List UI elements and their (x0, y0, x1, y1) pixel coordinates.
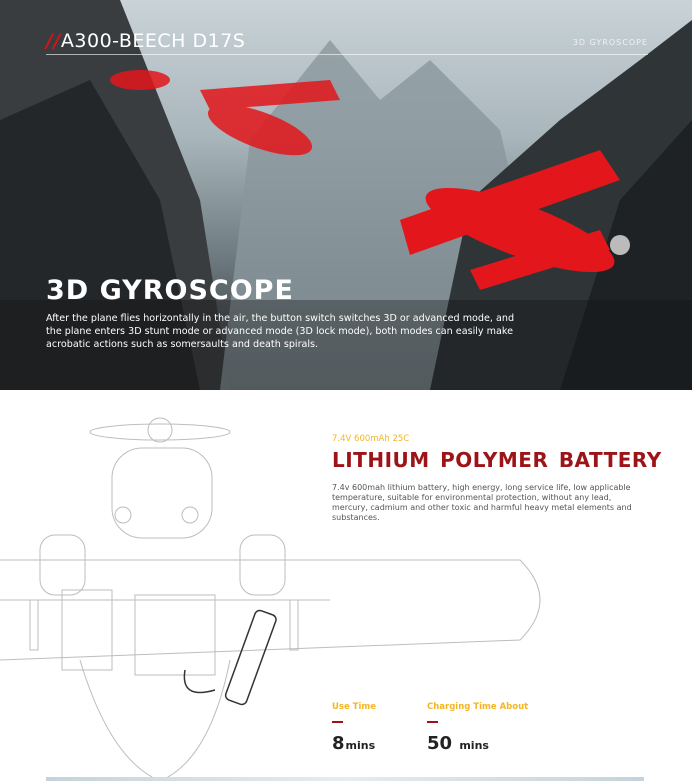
battery-spec: 7.4V 600mAh 25C (332, 434, 410, 444)
battery-description: 7.4v 600mah lithium battery, high energy… (332, 483, 632, 522)
stat-value-row: 8mins (332, 733, 376, 754)
stat-label: Use Time (332, 702, 377, 712)
feature-heading: 3D GYROSCOPE (46, 275, 294, 306)
battery-pack-graphic (183, 609, 277, 706)
plane-main (400, 150, 630, 290)
stat-charging-time: Charging Time About 50 mins (427, 702, 528, 754)
stat-dash (427, 721, 438, 723)
stat-unit: mins (345, 739, 376, 752)
stat-label: Charging Time About (427, 702, 529, 712)
hero-banner: //A300-BEECH D17S 3D GYROSCOPE 3D GYROSC… (0, 0, 692, 390)
stat-dash (332, 721, 343, 723)
stat-use-time: Use Time 8mins (332, 702, 376, 754)
battery-title: LITHIUM POLYMER BATTERY (332, 448, 662, 472)
next-section-edge (46, 777, 644, 781)
section-tag: 3D GYROSCOPE (572, 38, 648, 47)
product-title: //A300-BEECH D17S (46, 30, 245, 52)
stat-value: 8 (332, 733, 345, 754)
stat-value: 50 (427, 733, 453, 754)
stat-value-row: 50 mins (427, 733, 528, 754)
title-mark: // (46, 30, 61, 52)
hero-illustration (0, 0, 692, 390)
plane-graphic (110, 70, 340, 156)
feature-description: After the plane flies horizontally in th… (46, 313, 515, 350)
stat-unit: mins (459, 739, 489, 752)
divider (46, 54, 648, 55)
product-name: A300-BEECH D17S (60, 30, 246, 52)
